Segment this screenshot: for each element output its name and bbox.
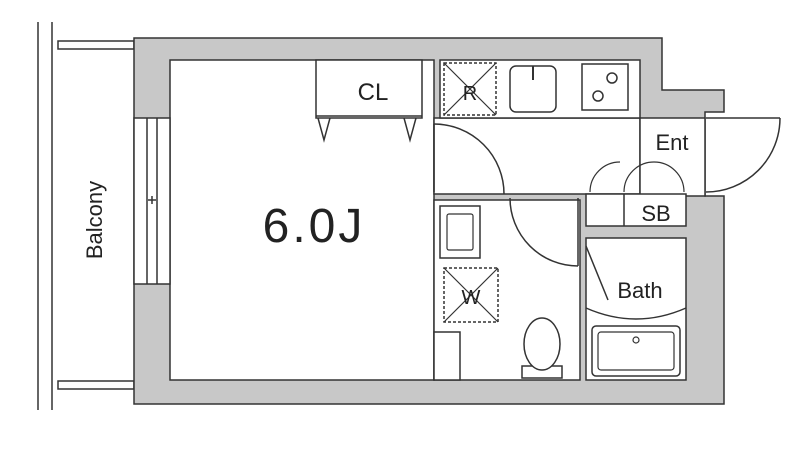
refrigerator-icon bbox=[443, 62, 497, 116]
living-door bbox=[433, 123, 505, 195]
bathtub-icon bbox=[591, 325, 681, 377]
washroom-door bbox=[509, 197, 579, 267]
kitchen-hall bbox=[433, 117, 641, 195]
kitchen-sink-icon bbox=[509, 65, 557, 113]
toilet-icon bbox=[521, 317, 563, 379]
balcony-window bbox=[133, 117, 171, 285]
bath-door bbox=[585, 245, 687, 320]
closet-label: CL bbox=[358, 79, 389, 106]
washer-icon bbox=[443, 267, 499, 323]
stove-icon bbox=[581, 63, 629, 111]
balcony-label: Balcony bbox=[82, 181, 107, 259]
entrance-door bbox=[705, 117, 781, 193]
bath-label: Bath bbox=[617, 278, 662, 303]
room-size-label: 6.0J bbox=[263, 200, 366, 253]
shoe-box bbox=[585, 161, 687, 227]
wash-basin-icon bbox=[439, 205, 481, 259]
washer-label: W bbox=[462, 287, 481, 309]
entrance-area bbox=[639, 117, 706, 197]
refrigerator-label: R bbox=[463, 83, 477, 105]
balcony-lines bbox=[37, 22, 53, 410]
entrance-label: Ent bbox=[655, 130, 688, 155]
washroom-notch bbox=[433, 331, 461, 381]
shoe-box-label: SB bbox=[641, 201, 670, 226]
closet bbox=[315, 59, 423, 143]
